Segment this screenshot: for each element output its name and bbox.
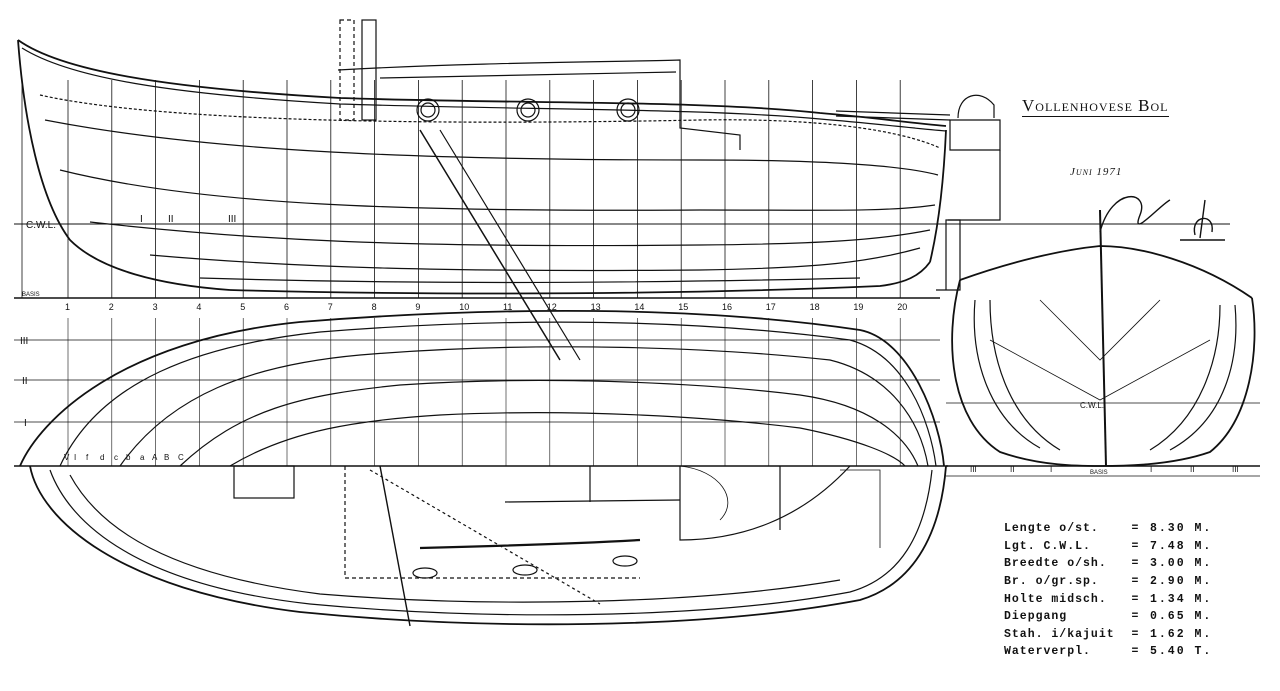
spec-label: Lgt. C.W.L.	[1004, 539, 1091, 553]
spec-value: 0.65 M.	[1150, 610, 1213, 624]
signature-mark	[1099, 195, 1171, 233]
spec-row: Lgt. C.W.L. = 7.48 M.	[1000, 538, 1216, 556]
profile-view	[14, 19, 1230, 361]
plan-waterline-label: a	[140, 453, 145, 462]
plan-waterline-label: d	[100, 453, 104, 462]
spec-label: Holte midsch.	[1004, 592, 1107, 606]
drawing-date: Juni 1971	[1070, 166, 1123, 178]
station-number: 1	[65, 302, 70, 312]
spec-row: Waterverpl. = 5.40 T.	[1000, 643, 1216, 661]
section-basis-label: BASIS	[1090, 470, 1108, 476]
spec-label: Stah. i/kajuit	[1004, 627, 1115, 641]
plan-waterline-label: b	[126, 453, 131, 462]
spec-label: Breedte o/sh.	[1004, 557, 1107, 571]
station-number: 9	[415, 302, 420, 312]
spec-value: 5.40 T.	[1150, 645, 1213, 659]
section-buttock-label: III	[1232, 465, 1239, 474]
station-number: 18	[810, 302, 820, 312]
spec-equals: =	[1131, 610, 1139, 624]
spec-value: 8.30 M.	[1150, 522, 1213, 536]
spec-label: Br. o/gr.sp.	[1004, 575, 1099, 589]
spec-value: 3.00 M.	[1150, 557, 1213, 571]
spec-equals: =	[1131, 539, 1139, 553]
half-breadth-plan	[14, 309, 948, 467]
station-number: 13	[591, 302, 601, 312]
plan-waterline-label: C	[178, 453, 184, 462]
profile-waterline-label: I	[140, 214, 143, 225]
plan-waterline-label: I	[74, 453, 76, 462]
spec-row: Holte midsch. = 1.34 M.	[1000, 590, 1216, 608]
station-number: 20	[897, 302, 907, 312]
station-number: 4	[196, 302, 201, 312]
station-number: 3	[153, 302, 158, 312]
spec-label: Lengte o/st.	[1004, 522, 1099, 536]
station-number: 16	[722, 302, 732, 312]
station-number: 19	[853, 302, 863, 312]
station-number: 17	[766, 302, 776, 312]
spec-equals: =	[1131, 627, 1139, 641]
spec-row: Diepgang = 0.65 M.	[1000, 608, 1216, 626]
profile-cwl-label: C.W.L.	[26, 220, 56, 231]
station-number: 7	[328, 302, 333, 312]
spec-row: Lengte o/st. = 8.30 M.	[1000, 520, 1216, 538]
spec-equals: =	[1131, 575, 1139, 589]
spec-equals: =	[1131, 522, 1139, 536]
profile-basis-label: BASIS	[22, 292, 40, 298]
spec-value: 1.34 M.	[1150, 592, 1213, 606]
station-number: 12	[547, 302, 557, 312]
spec-value: 7.48 M.	[1150, 539, 1213, 553]
station-number: 15	[678, 302, 688, 312]
spec-row: Stah. i/kajuit = 1.62 M.	[1000, 626, 1216, 644]
profile-waterline-label: III	[228, 214, 236, 225]
profile-waterline-label: II	[168, 214, 174, 225]
section-buttock-label: I	[1050, 465, 1052, 474]
spec-row: Br. o/gr.sp. = 2.90 M.	[1000, 573, 1216, 591]
section-buttock-label: III	[970, 465, 977, 474]
spec-value: 2.90 M.	[1150, 575, 1213, 589]
plan-waterline-label: f	[86, 453, 89, 462]
spec-equals: =	[1131, 645, 1139, 659]
spec-value: 1.62 M.	[1150, 627, 1213, 641]
spec-label: Waterverpl.	[1004, 645, 1091, 659]
station-number: 2	[109, 302, 114, 312]
station-number: 14	[634, 302, 644, 312]
spec-row: Breedte o/sh. = 3.00 M.	[1000, 555, 1216, 573]
spec-equals: =	[1131, 592, 1139, 606]
specifications-table: Lengte o/st. = 8.30 M. Lgt. C.W.L. = 7.48 M. B…	[1000, 520, 1216, 661]
station-number: 5	[240, 302, 245, 312]
station-number: 10	[459, 302, 469, 312]
plan-waterline-label: V	[64, 453, 70, 462]
station-number: 8	[372, 302, 377, 312]
plan-waterline-label: c	[114, 453, 118, 462]
plan-buttock-label: II	[22, 376, 28, 387]
spec-equals: =	[1131, 557, 1139, 571]
deck-plan	[29, 465, 947, 627]
plan-waterline-label: B	[164, 453, 169, 462]
plan-buttock-label: III	[20, 336, 28, 347]
drawing-title: Vollenhovese Bol	[1022, 96, 1169, 117]
plan-waterline-label: A	[152, 453, 158, 462]
monogram-mark	[1180, 199, 1225, 241]
section-buttock-label: II	[1190, 465, 1194, 474]
station-number: 11	[503, 302, 512, 312]
body-plan	[946, 209, 1260, 477]
section-buttock-label: I	[1150, 465, 1152, 474]
plan-buttock-label: I	[24, 418, 27, 429]
section-cwl-label: C.W.L.	[1080, 401, 1104, 410]
spec-label: Diepgang	[1004, 610, 1068, 624]
section-buttock-label: II	[1010, 465, 1014, 474]
station-number: 6	[284, 302, 289, 312]
